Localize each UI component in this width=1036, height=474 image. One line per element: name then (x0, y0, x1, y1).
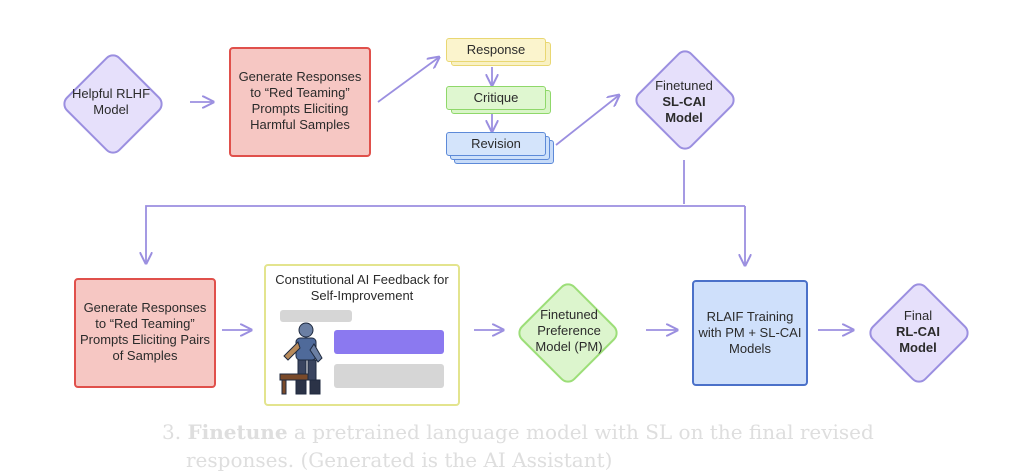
arrow-gen-to-response (377, 58, 438, 103)
caption-bold: Finetune (187, 420, 288, 444)
response-card (446, 38, 546, 62)
helpful-rlhf-model-label: Helpful RLHF Model (71, 86, 151, 117)
sl-cai-line3: Model (665, 110, 703, 125)
rlaif-training-label: RLAIF Training with PM + SL-CAI Models (698, 309, 802, 356)
rl-cai-model-label: Final RL-CAI Model (870, 302, 966, 362)
revision-label: Revision (471, 136, 521, 151)
sl-cai-line2: SL-CAI (662, 94, 706, 109)
chat-bubble-gray-large (334, 364, 444, 388)
generate-harmful-box (229, 47, 371, 157)
rl-cai-line3: Model (899, 340, 937, 355)
sl-cai-model-label: Finetuned SL-CAI Model (636, 72, 732, 132)
caption-line1: 3. Finetune a pretrained language model … (162, 418, 882, 446)
sl-cai-line1: Finetuned (655, 78, 713, 93)
generate-pairs-box (74, 278, 216, 388)
caption-number: 3. (162, 420, 182, 444)
revision-card (446, 132, 546, 156)
response-label: Response (466, 42, 526, 57)
robot-illustration (279, 322, 323, 395)
arrow-revision-to-slcai (555, 96, 618, 146)
rl-cai-line1: Final (903, 308, 933, 323)
connector-arrows (0, 0, 1036, 464)
rl-cai-line2: RL-CAI (895, 324, 941, 339)
caption-rest: a pretrained language model with SL on t… (293, 420, 874, 444)
critique-card (446, 86, 546, 110)
cai-feedback-title: Constitutional AI Feedback for Self-Impr… (275, 272, 449, 303)
chat-bubble-purple (334, 330, 444, 354)
generate-pairs-label: Generate Responses to “Red Teaming” Prom… (79, 300, 211, 363)
rlaif-training-box (692, 280, 808, 386)
caption-line2: responses. (Generated is the AI Assistan… (186, 448, 613, 472)
critique-label: Critique (473, 90, 519, 105)
arrow-to-gen-pairs (146, 205, 745, 262)
generate-harmful-label: Generate Responses to “Red Teaming” Prom… (238, 69, 362, 132)
chat-bubble-gray-small (280, 310, 352, 322)
preference-model-label: Finetuned Preference Model (PM) (535, 307, 603, 354)
